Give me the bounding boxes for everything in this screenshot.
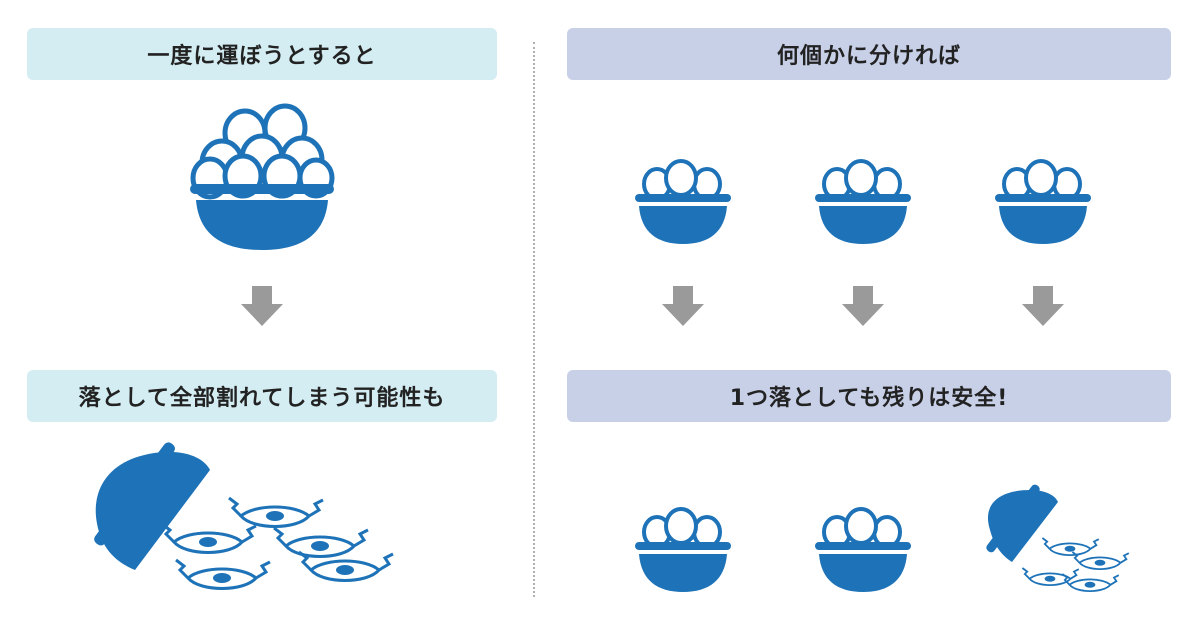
egg-basket-full-icon [190, 103, 335, 250]
label-all-broken: 落として全部割れてしまう可能性も [27, 370, 497, 422]
egg-basket-icon [993, 159, 1093, 246]
label-rest-safe: 1つ落としても残りは安全! [567, 370, 1171, 422]
down-arrow-icon [1022, 286, 1064, 326]
broken-egg-icon [1061, 573, 1120, 592]
broken-egg-icon [272, 526, 370, 558]
broken-egg-icon [1021, 567, 1080, 586]
egg-basket-icon [813, 507, 913, 594]
label-carry-at-once: 一度に運ぼうとすると [27, 28, 497, 80]
down-arrow-icon [842, 286, 884, 326]
broken-egg-icon [160, 522, 258, 554]
broken-egg-icon [1041, 537, 1100, 556]
down-arrow-icon [662, 286, 704, 326]
broken-egg-icon [227, 496, 325, 528]
egg-basket-icon [813, 159, 913, 246]
egg-basket-icon [633, 159, 733, 246]
column-divider [533, 42, 535, 597]
label-split-up: 何個かに分ければ [567, 28, 1171, 80]
egg-basket-icon [633, 507, 733, 594]
down-arrow-icon [241, 286, 283, 326]
broken-egg-icon [174, 558, 272, 590]
tipped-basket-icon [94, 442, 210, 570]
tipped-basket-icon [986, 484, 1058, 562]
